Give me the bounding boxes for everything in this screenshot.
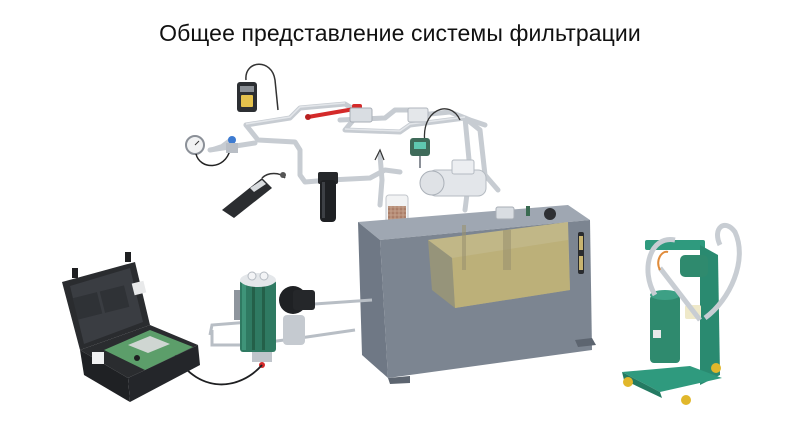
portable-gauge-icon [237, 63, 279, 112]
portable-analyzer-case-icon [62, 252, 200, 402]
handheld-meter-icon [222, 172, 286, 218]
offline-filter-unit-icon [234, 271, 315, 368]
pressure-gauge-icon [185, 135, 238, 167]
online-sensor-icon [410, 108, 461, 168]
inline-filter-icon [318, 172, 338, 222]
hydraulic-tank-icon [358, 205, 596, 384]
mobile-filter-cart-icon [622, 222, 742, 405]
check-valve [407, 107, 429, 123]
page-title: Общее представление системы фильтрации [159, 20, 641, 46]
pump-motor-icon [374, 148, 487, 197]
valve-block [349, 107, 373, 123]
